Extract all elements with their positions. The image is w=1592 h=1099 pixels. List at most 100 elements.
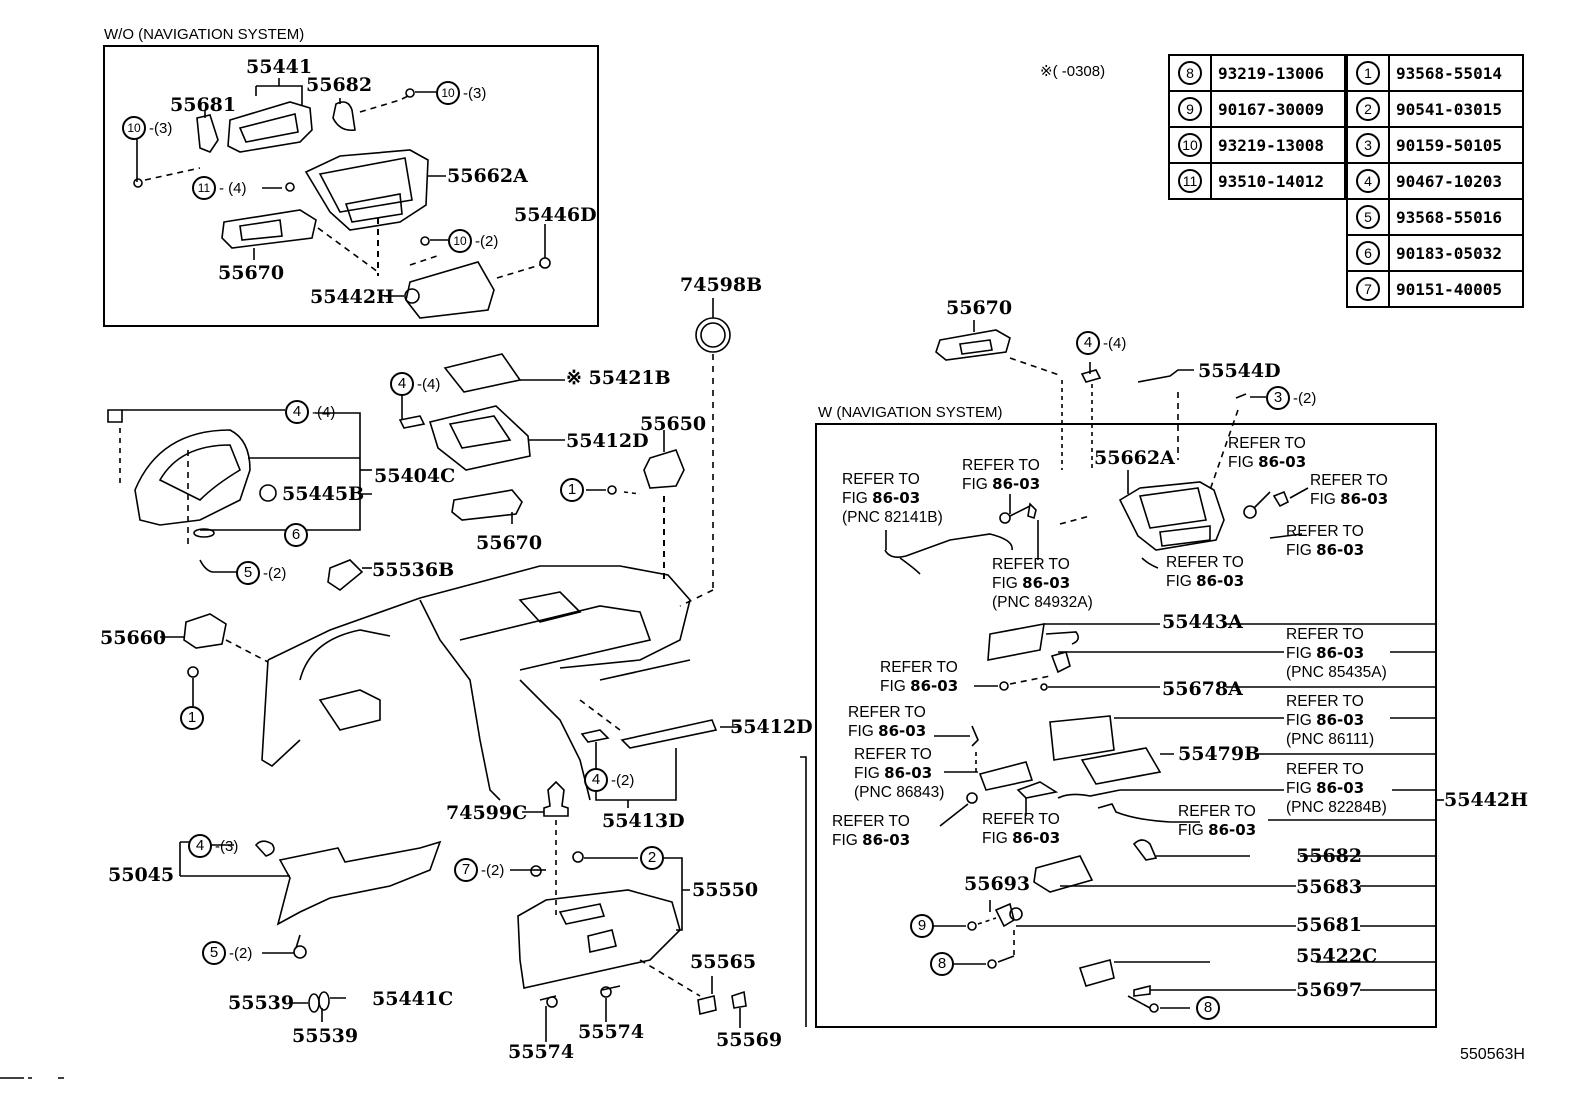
- part-label[interactable]: 55662A: [1094, 447, 1175, 469]
- part-label[interactable]: 55660: [100, 627, 167, 649]
- part-label[interactable]: 55681: [170, 94, 237, 116]
- callout-circle[interactable]: 1: [560, 478, 584, 502]
- callout-quantity: -(2): [229, 945, 253, 962]
- part-number: 90467-10203: [1388, 162, 1524, 200]
- callout-number: 3: [1356, 133, 1380, 157]
- callout-circle[interactable]: 10: [436, 81, 460, 105]
- part-label[interactable]: 55682: [1296, 845, 1363, 867]
- part-label[interactable]: 55574: [578, 1021, 645, 1043]
- part-label[interactable]: 55574: [508, 1041, 575, 1063]
- part-label[interactable]: 55681: [1296, 914, 1363, 936]
- callout-circle[interactable]: 10: [122, 116, 146, 140]
- callout-circle[interactable]: 11: [192, 176, 216, 200]
- part-55662a-shape: [304, 149, 429, 231]
- part-label[interactable]: 55412D: [566, 430, 649, 452]
- part-label[interactable]: 55539: [228, 992, 295, 1014]
- part-label[interactable]: 55536B: [372, 559, 455, 581]
- part-label[interactable]: 55662A: [447, 165, 528, 187]
- part-label[interactable]: 55422C: [1296, 945, 1378, 967]
- part-label[interactable]: 55446D: [514, 204, 597, 226]
- callout-circle[interactable]: 6: [284, 523, 308, 547]
- part-label[interactable]: 55412D: [730, 716, 813, 738]
- part-label[interactable]: 55650: [640, 413, 707, 435]
- part-number: 93219-13008: [1210, 126, 1346, 164]
- part-label[interactable]: 55539: [292, 1025, 359, 1047]
- part-label[interactable]: 55678A: [1162, 678, 1243, 700]
- part-label[interactable]: 55670: [476, 532, 543, 554]
- parts-table-row[interactable]: 10 93219-13008: [1168, 126, 1346, 164]
- part-label[interactable]: 55565: [690, 951, 757, 973]
- callout-circle[interactable]: 5: [236, 561, 260, 585]
- part-label[interactable]: 74599C: [446, 802, 528, 824]
- part-label[interactable]: 55443A: [1162, 611, 1243, 633]
- part-label[interactable]: ※ 55421B: [566, 367, 671, 389]
- part-label[interactable]: 55569: [716, 1029, 783, 1051]
- callout-quantity: -(3): [215, 838, 239, 855]
- callout-circle[interactable]: 9: [910, 914, 934, 938]
- callout-circle[interactable]: 5: [202, 941, 226, 965]
- callout-quantity: -(2): [611, 772, 635, 789]
- callout-circle[interactable]: 4: [584, 768, 608, 792]
- callout-circle[interactable]: 10: [448, 229, 472, 253]
- callout-circle[interactable]: 8: [930, 952, 954, 976]
- part-label[interactable]: 55442H: [310, 286, 395, 308]
- callout-circle[interactable]: 4: [188, 834, 212, 858]
- part-label[interactable]: 55441C: [372, 988, 454, 1010]
- part-label[interactable]: 55670: [218, 262, 285, 284]
- callout-circle[interactable]: 1: [180, 706, 204, 730]
- part-55662a-right-shape: [1118, 481, 1225, 551]
- part-label[interactable]: 74598B: [680, 274, 763, 296]
- part-number: 90183-05032: [1388, 234, 1524, 272]
- part-label[interactable]: 55544D: [1198, 360, 1281, 382]
- part-label[interactable]: 55682: [306, 74, 373, 96]
- callout-circle[interactable]: 7: [454, 858, 478, 882]
- callout-circle[interactable]: 8: [1196, 996, 1220, 1020]
- part-number: 93568-55016: [1388, 198, 1524, 236]
- part-label[interactable]: 55413D: [602, 810, 685, 832]
- part-label[interactable]: 55550: [692, 879, 759, 901]
- callout-circle[interactable]: 4: [390, 372, 414, 396]
- part-label[interactable]: 55442H: [1444, 789, 1529, 811]
- part-label[interactable]: 55479B: [1178, 743, 1261, 765]
- part-label[interactable]: 55045: [108, 864, 175, 886]
- part-number: 90167-30009: [1210, 90, 1346, 128]
- part-label[interactable]: 55404C: [374, 465, 456, 487]
- callout-circle[interactable]: 4: [1076, 331, 1100, 355]
- part-label[interactable]: 55697: [1296, 979, 1363, 1001]
- callout-circle[interactable]: 2: [640, 846, 664, 870]
- part-label[interactable]: 55445B: [282, 483, 365, 505]
- part-label[interactable]: 55441: [246, 56, 313, 78]
- part-label[interactable]: 55693: [964, 873, 1031, 895]
- part-label[interactable]: 55670: [946, 297, 1013, 319]
- part-label[interactable]: 55683: [1296, 876, 1363, 898]
- callout-number: 10: [1178, 133, 1202, 157]
- callout-circle[interactable]: 3: [1266, 386, 1290, 410]
- callout-circle[interactable]: 4: [285, 400, 309, 424]
